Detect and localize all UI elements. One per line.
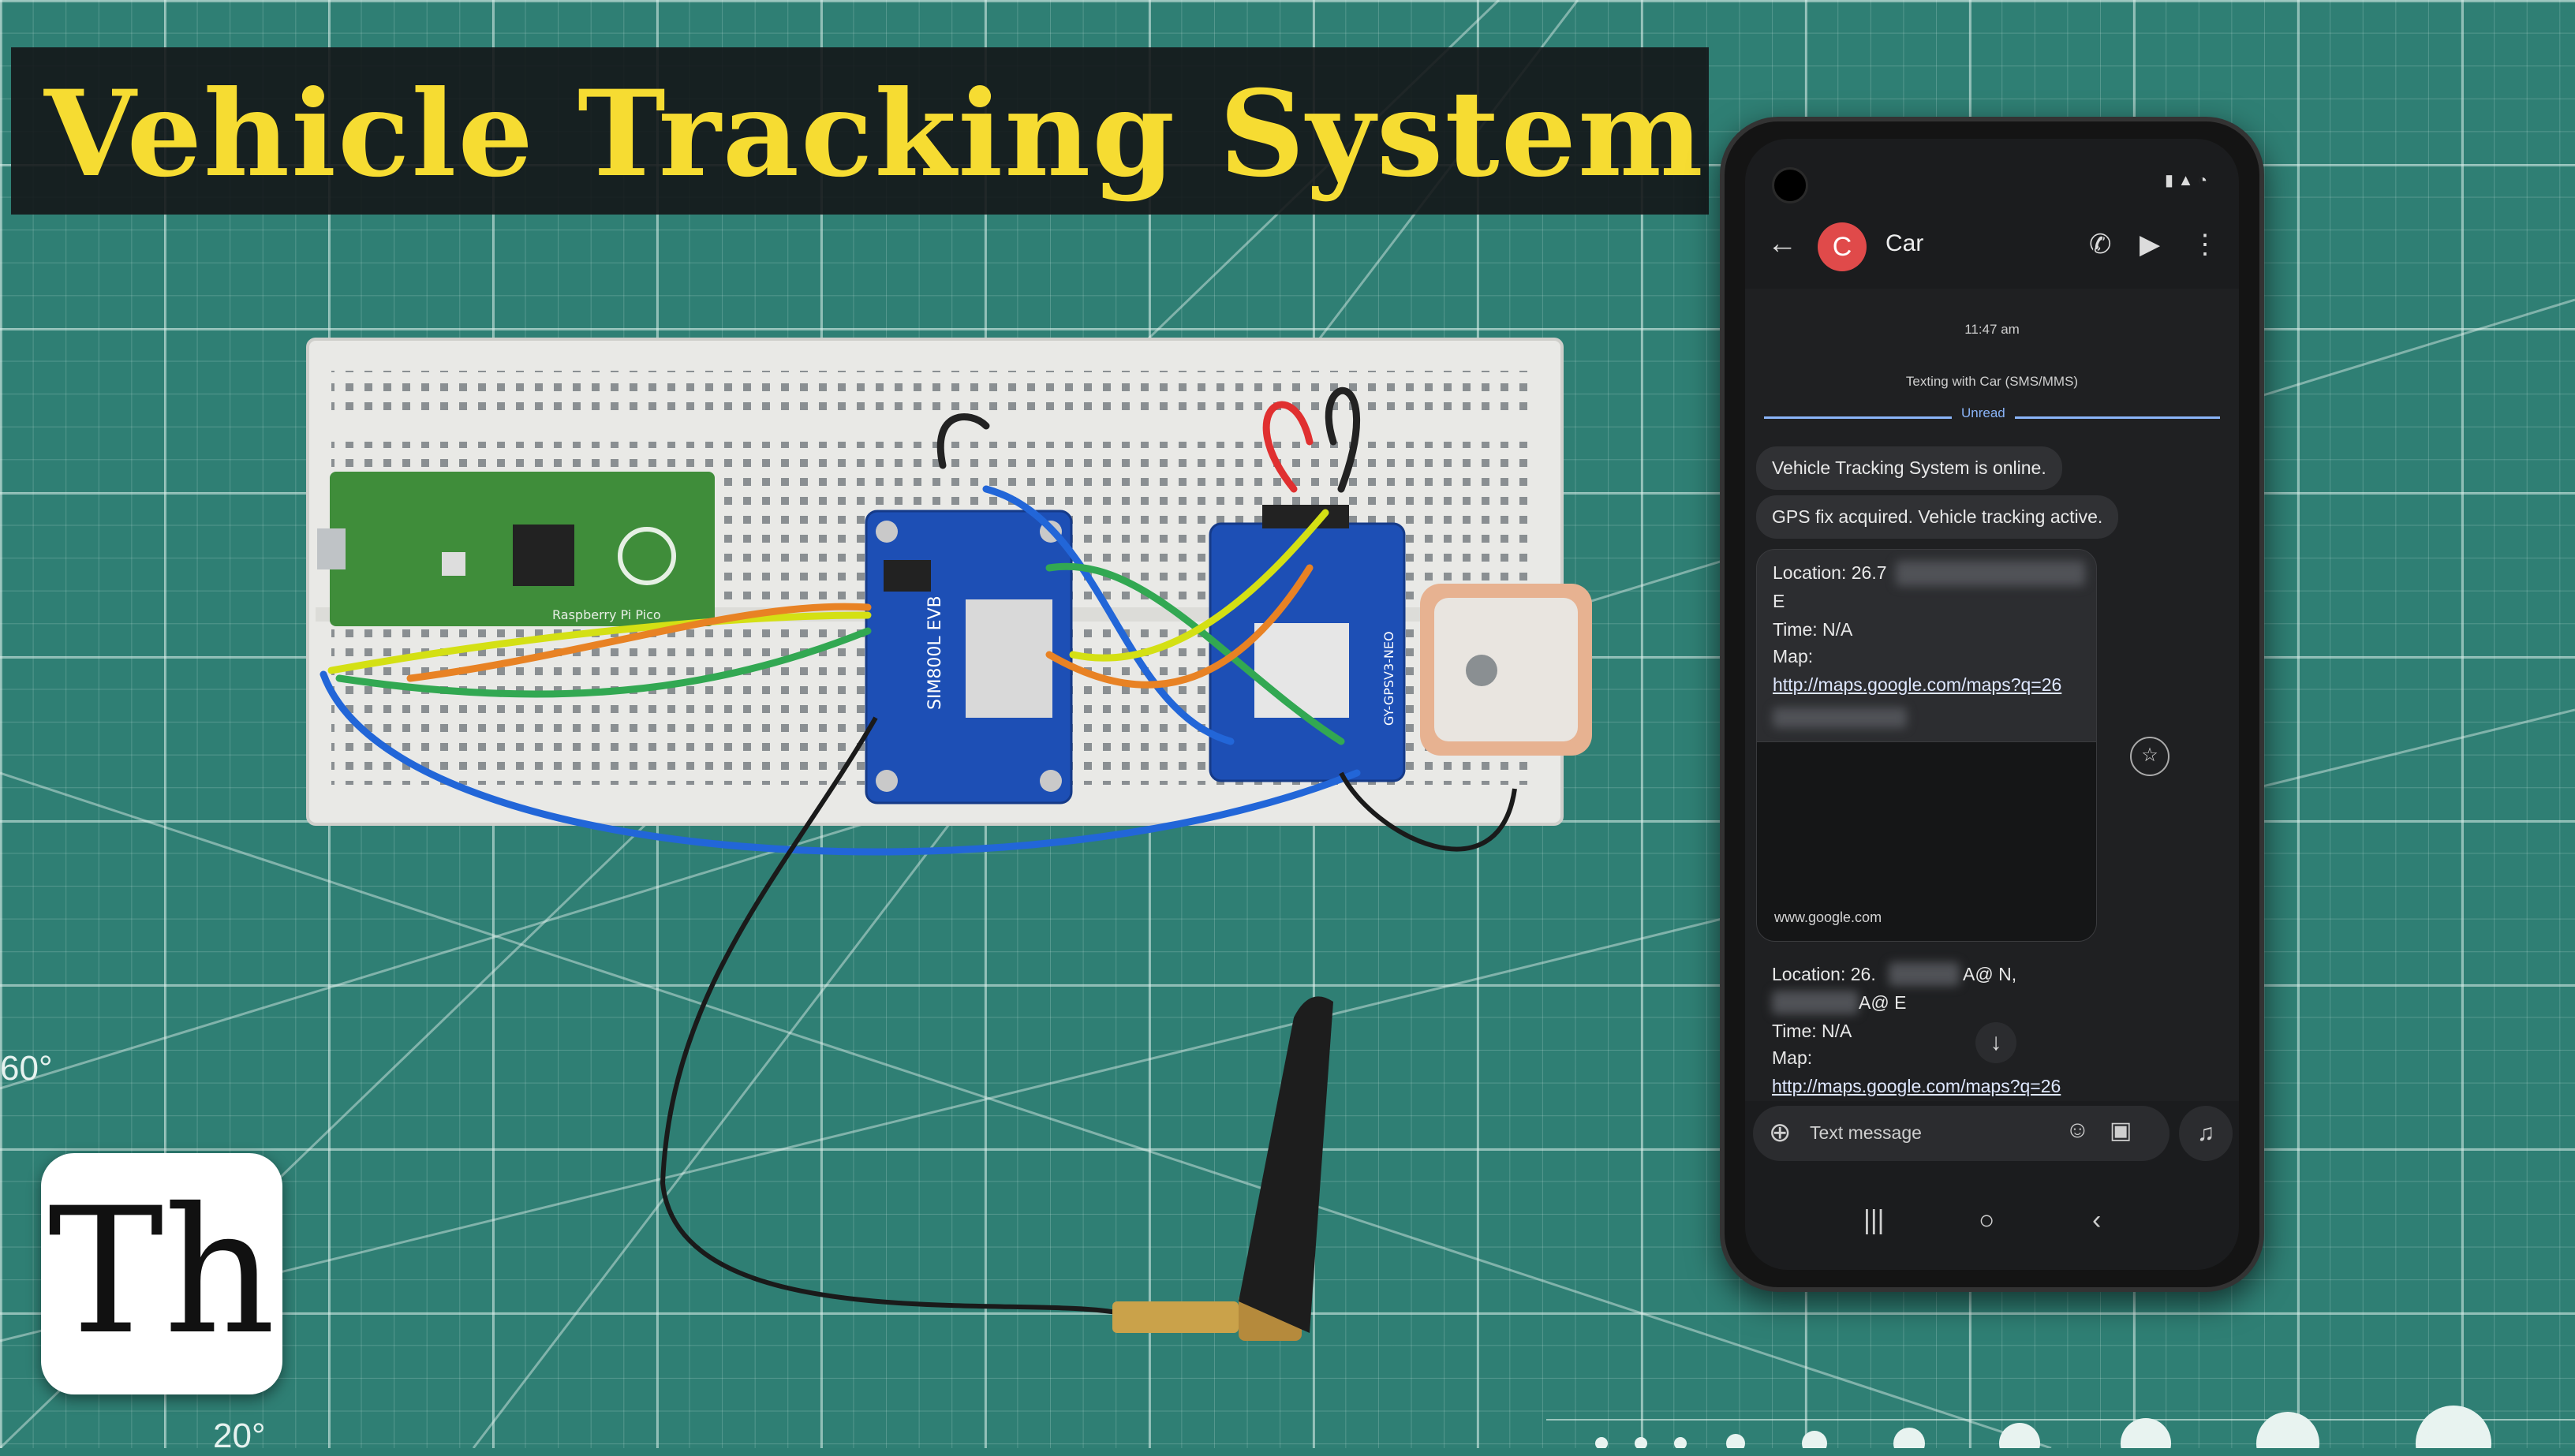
contact-avatar[interactable]: C bbox=[1818, 222, 1867, 271]
card-time-line: Time: N/A bbox=[1772, 1021, 1852, 1041]
phone-icon[interactable]: ✆ bbox=[2089, 230, 2112, 259]
gsm-antenna-cable bbox=[660, 716, 1517, 1316]
video-title: Vehicle Tracking System bbox=[44, 65, 1705, 203]
pico-label: Raspberry Pi Pico bbox=[552, 607, 661, 622]
card-map-link[interactable]: http://maps.google.com/maps?q=26 bbox=[1773, 674, 2061, 696]
voice-icon[interactable]: ♫ bbox=[2179, 1106, 2233, 1161]
redacted-link bbox=[1773, 707, 1907, 728]
front-camera bbox=[1772, 167, 1808, 203]
card-time-line: Time: N/A bbox=[1773, 619, 1853, 640]
redacted-coordinates bbox=[1772, 991, 1859, 1014]
home-icon[interactable]: ○ bbox=[1979, 1205, 1995, 1235]
gps-module: GY-GPSV3-NEO bbox=[1209, 505, 1406, 782]
raspberry-pi-pico: Raspberry Pi Pico bbox=[317, 472, 715, 626]
card-map-label: Map: bbox=[1772, 1047, 1813, 1068]
scroll-down-icon[interactable]: ↓ bbox=[1975, 1022, 2016, 1063]
star-icon[interactable]: ☆ bbox=[2130, 737, 2170, 776]
message-bubble[interactable]: Vehicle Tracking System is online. bbox=[1756, 446, 2062, 490]
smartphone: ▮ ▲ ◔ ← C Car ✆ ▶ ⋮ 11:47 am Texting wit… bbox=[1720, 117, 2264, 1292]
android-nav-bar: ||| ○ ‹ bbox=[1745, 1188, 2239, 1259]
mat-angle-label-60: 60° bbox=[0, 1049, 53, 1088]
unread-label: Unread bbox=[1952, 405, 2015, 421]
texting-with-label: Texting with Car (SMS/MMS) bbox=[1905, 374, 2079, 389]
gps-ceramic-antenna bbox=[1420, 584, 1592, 756]
message-composer[interactable]: ⊕ Text message ☺ ▣ bbox=[1753, 1106, 2170, 1161]
title-banner: Vehicle Tracking System bbox=[11, 47, 1709, 215]
map-link[interactable]: http://maps.google.com/maps?q=26 bbox=[1772, 1076, 2061, 1096]
recents-icon[interactable]: ||| bbox=[1863, 1205, 1885, 1235]
gsm-antenna bbox=[1112, 996, 1333, 1341]
sim800l-gsm-module: SIM800L EVB bbox=[865, 510, 1073, 805]
add-icon[interactable]: ⊕ bbox=[1769, 1118, 1792, 1148]
video-icon[interactable]: ▶ bbox=[2140, 230, 2161, 259]
location-message-card[interactable]: Location: 26. A@ N, A@ E Time: N/A Map: … bbox=[1756, 953, 2095, 1111]
location-message-card[interactable]: Location: 26.7 E Time: N/A Map: http://m… bbox=[1756, 549, 2097, 743]
card-location-line: Location: 26.7 bbox=[1773, 562, 1887, 583]
phone-screen: ▮ ▲ ◔ ← C Car ✆ ▶ ⋮ 11:47 am Texting wit… bbox=[1745, 139, 2239, 1270]
card-location-line: Location: 26. bbox=[1772, 964, 1876, 984]
status-bar-icons: ▮ ▲ ◔ bbox=[2165, 172, 2207, 189]
link-preview[interactable]: www.google.com bbox=[1756, 741, 2097, 942]
card-map-link[interactable]: http://maps.google.com/maps?q=26 bbox=[1772, 1076, 2061, 1097]
message-thread[interactable]: 11:47 am Texting with Car (SMS/MMS) Unre… bbox=[1745, 289, 2239, 1101]
message-bubble[interactable]: GPS fix acquired. Vehicle tracking activ… bbox=[1756, 495, 2119, 539]
more-icon[interactable]: ⋮ bbox=[2192, 230, 2218, 259]
emoji-icon[interactable]: ☺ bbox=[2065, 1117, 2090, 1143]
redacted-coordinates bbox=[1889, 962, 1960, 986]
composer-placeholder[interactable]: Text message bbox=[1810, 1122, 1922, 1143]
logo-text: Th bbox=[47, 1170, 276, 1372]
back-nav-icon[interactable]: ‹ bbox=[2092, 1205, 2102, 1235]
back-arrow-icon[interactable]: ← bbox=[1767, 227, 1797, 260]
gsm-label: SIM800L EVB bbox=[925, 595, 945, 710]
jumper-wires bbox=[320, 386, 1361, 856]
card-direction-line: A@ E bbox=[1859, 992, 1907, 1013]
gps-label: GY-GPSV3-NEO bbox=[1381, 631, 1396, 726]
contact-name[interactable]: Car bbox=[1885, 230, 1924, 256]
thread-timestamp: 11:47 am bbox=[1964, 322, 2020, 337]
redacted-coordinates bbox=[1896, 561, 2085, 586]
map-link[interactable]: http://maps.google.com/maps?q=26 bbox=[1773, 674, 2062, 695]
card-map-label: Map: bbox=[1773, 646, 1814, 666]
preview-site: www.google.com bbox=[1774, 909, 1882, 925]
channel-logo: Th bbox=[41, 1153, 282, 1394]
conversation-app-bar: ← C Car ✆ ▶ ⋮ bbox=[1745, 211, 2239, 282]
card-location-line-end: A@ N, bbox=[1963, 964, 2017, 984]
card-direction-line: E bbox=[1773, 591, 1785, 611]
gallery-icon[interactable]: ▣ bbox=[2110, 1118, 2132, 1144]
